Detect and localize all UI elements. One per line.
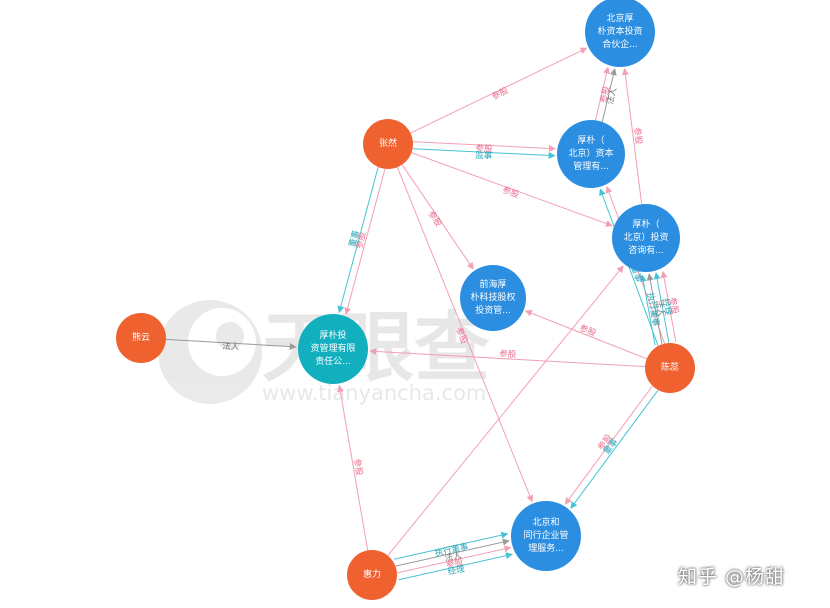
edge-huili-to-bj_tonghe bbox=[393, 531, 509, 560]
edge-xiongyun-to-hopu_invest bbox=[165, 338, 297, 351]
node-label: 前海厚 bbox=[479, 278, 506, 290]
node-label: 北京厚 bbox=[606, 12, 633, 24]
node-label: 北京和 bbox=[532, 516, 559, 528]
edge-label: 法人 bbox=[653, 299, 667, 318]
edge-huili-to-bj_tonghe bbox=[398, 552, 513, 581]
node-label: 管理有... bbox=[573, 160, 609, 172]
watermark-brand: 天眼查 bbox=[262, 303, 490, 392]
node-hopu_bj_consult[interactable]: 厚朴（北京）投资咨询有... bbox=[612, 204, 680, 272]
node-label: 北京）投资 bbox=[623, 231, 668, 243]
edge-zhangran-to-bj_tonghe bbox=[396, 167, 534, 503]
edge-huili-to-bj_tonghe bbox=[395, 538, 510, 567]
node-label: 理服务... bbox=[528, 542, 564, 554]
node-label: 责任公... bbox=[315, 355, 351, 367]
edge-label: 经理 bbox=[660, 298, 674, 317]
node-hopu_bj_capital[interactable]: 厚朴（北京）资本管理有... bbox=[557, 120, 625, 188]
edge-chenlei-to-hopu_bj_consult bbox=[639, 274, 656, 346]
edge-huili-to-hopu_invest bbox=[336, 384, 369, 551]
node-circle bbox=[645, 343, 695, 393]
edge-chenlei-to-qianhai_hopu bbox=[524, 309, 647, 360]
node-bj_tonghe[interactable]: 北京和同行企业管理服务... bbox=[511, 501, 581, 571]
edge-label: 法人 bbox=[605, 86, 620, 106]
edge-zhangran-to-hopu_bj_consult bbox=[411, 152, 613, 227]
edge-label: 参股 bbox=[445, 556, 464, 571]
edge-huili-to-hopu_bj_consult bbox=[387, 265, 624, 556]
edge-label: 参股 bbox=[354, 230, 369, 250]
edge-hopu_bj_capital-to-hopu_capital_lp bbox=[595, 66, 610, 121]
node-circle bbox=[347, 550, 397, 600]
node-label: 厚朴（ bbox=[577, 134, 604, 146]
edge-hopu_bj_capital-to-hopu_capital_lp bbox=[601, 68, 617, 122]
edge-chenlei-to-hopu_bj_consult bbox=[646, 273, 663, 345]
node-label: 北京）资本 bbox=[568, 147, 613, 159]
node-label: 合伙企... bbox=[602, 38, 638, 50]
node-circle bbox=[116, 313, 166, 363]
edge-label: 参股 bbox=[351, 458, 365, 477]
node-label: 陈蕊 bbox=[661, 361, 679, 373]
edge-label: 参股 bbox=[425, 209, 444, 230]
node-label: 朴科技股权 bbox=[470, 291, 515, 303]
edge-label: 监事 bbox=[475, 150, 493, 162]
edge-label: 参股 bbox=[667, 296, 681, 315]
node-huili[interactable]: 惠力 bbox=[347, 550, 397, 600]
edge-zhangran-to-qianhai_hopu bbox=[401, 164, 474, 270]
node-circle bbox=[460, 265, 526, 331]
edge-chenlei-to-bj_tonghe bbox=[570, 389, 659, 509]
node-circle bbox=[511, 501, 581, 571]
node-label: 厚朴（ bbox=[632, 218, 659, 230]
node-label: 惠力 bbox=[363, 568, 381, 580]
node-circle bbox=[363, 119, 413, 169]
edge-label: 法人 bbox=[444, 549, 463, 564]
node-circle bbox=[612, 204, 680, 272]
edge-label: 董事 bbox=[347, 229, 362, 249]
edge-zhangran-to-hopu_invest bbox=[337, 167, 379, 314]
edge-label: 参股 bbox=[598, 84, 613, 104]
edge-huili-to-bj_tonghe bbox=[397, 545, 512, 574]
edge-zhangran-to-hopu_bj_capital bbox=[413, 141, 556, 152]
edge-zhangran-to-hopu_invest bbox=[344, 168, 386, 315]
nodes-layer: 张然熊云陈蕊惠力北京厚朴资本投资合伙企...厚朴（北京）资本管理有...厚朴（北… bbox=[116, 0, 695, 600]
node-label: 熊云 bbox=[132, 331, 150, 343]
edge-label: 参股 bbox=[578, 322, 598, 339]
node-zhangran[interactable]: 张然 bbox=[363, 119, 413, 169]
watermark-url: www.tianyancha.com bbox=[262, 381, 486, 405]
node-label: 投资管... bbox=[475, 304, 511, 316]
node-xiongyun[interactable]: 熊云 bbox=[116, 313, 166, 363]
watermark-logo bbox=[158, 300, 262, 404]
node-label: 咨询有... bbox=[628, 244, 664, 256]
edge-chenlei-to-bj_tonghe bbox=[564, 385, 653, 505]
edge-chenlei-to-hopu_bj_consult bbox=[660, 270, 677, 342]
author-credit: 知乎 @杨甜 bbox=[678, 566, 786, 588]
node-circle bbox=[557, 120, 625, 188]
node-chenlei[interactable]: 陈蕊 bbox=[645, 343, 695, 393]
edge-label: 参股 bbox=[475, 143, 493, 155]
edge-label: 参股 bbox=[490, 85, 511, 103]
node-label: 朴资本投资 bbox=[597, 25, 642, 37]
edge-hopu_bj_consult-to-hopu_capital_lp bbox=[621, 68, 643, 205]
edge-chenlei-to-hopu_bj_consult bbox=[653, 272, 670, 343]
edge-label: 法人 bbox=[222, 341, 240, 353]
edge-label: 参股 bbox=[631, 127, 644, 146]
edge-label: 参股 bbox=[499, 348, 517, 360]
edge-chenlei-to-hopu_invest bbox=[369, 347, 646, 368]
node-circle bbox=[585, 0, 655, 67]
node-hopu_capital_lp[interactable]: 北京厚朴资本投资合伙企... bbox=[585, 0, 655, 67]
edge-label: 经理 bbox=[447, 563, 466, 578]
edge-label: 参股 bbox=[501, 184, 521, 200]
node-qianhai_hopu[interactable]: 前海厚朴科技股权投资管... bbox=[460, 265, 526, 331]
node-label: 厚朴投 bbox=[319, 329, 346, 341]
node-label: 同行企业管 bbox=[523, 529, 568, 541]
node-label: 资管理有限 bbox=[310, 342, 355, 354]
edge-zhangran-to-hopu_capital_lp bbox=[410, 47, 588, 134]
node-circle bbox=[298, 314, 368, 384]
node-hopu_invest[interactable]: 厚朴投资管理有限责任公... bbox=[298, 314, 368, 384]
node-label: 张然 bbox=[379, 137, 397, 149]
edge-zhangran-to-hopu_bj_capital bbox=[412, 148, 556, 159]
